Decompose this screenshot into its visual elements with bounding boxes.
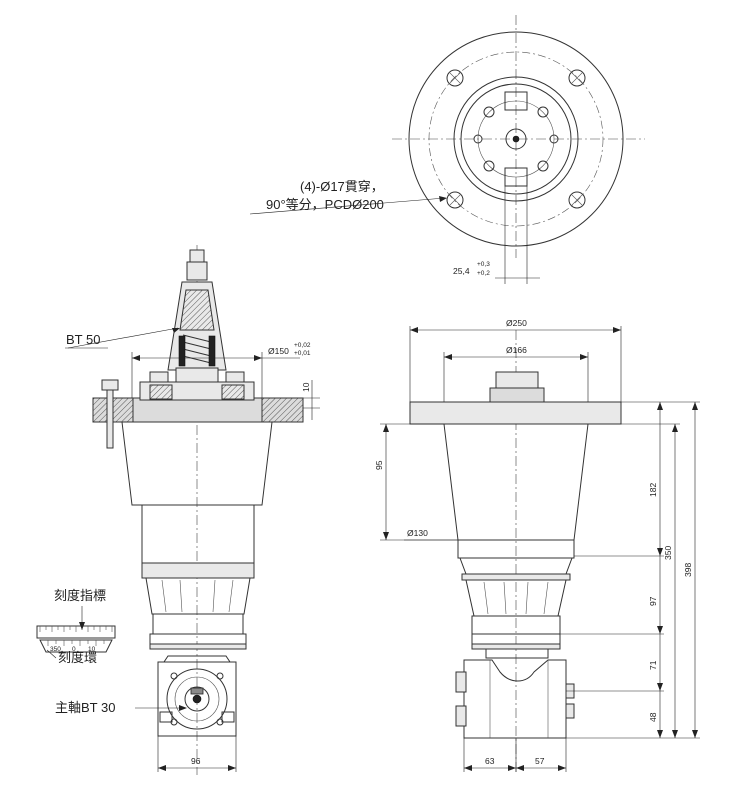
spindle-label: 主軸BT 30 (55, 700, 115, 715)
dim-398: 398 (683, 563, 693, 577)
bt50-label: BT 50 (66, 332, 100, 347)
dim-d150: Ø150 (268, 346, 289, 356)
dim-25-4-tol-lo: +0,2 (477, 270, 490, 277)
dim-25-4: 25,4 (453, 266, 470, 276)
dim-63: 63 (485, 756, 495, 766)
scale-tick-350: 350 (50, 646, 61, 653)
dim-25-4-tol-up: +0,3 (477, 261, 490, 268)
dim-10: 10 (301, 382, 311, 392)
flange-holes (446, 69, 586, 209)
top-view-flange: (4)-Ø17貫穿， 90°等分，PCDØ200 25,4 +0,3 +0,2 (249, 15, 645, 284)
dim-97: 97 (648, 596, 658, 606)
spring (178, 334, 216, 367)
scale-tick-0: 0 (72, 646, 76, 653)
hole-note-line1: (4)-Ø17貫穿， (300, 179, 384, 194)
side-view-right: Ø250 Ø166 95 Ø130 182 97 7 (374, 318, 700, 775)
dim-d130: Ø130 (407, 528, 428, 538)
dim-d150-tol-up: +0,02 (294, 342, 311, 349)
dim-d150-tol-lo: +0,01 (294, 350, 311, 357)
dim-96: 96 (191, 756, 201, 766)
dim-d250: Ø250 (506, 318, 527, 328)
dim-350: 350 (663, 546, 673, 560)
inner-bolt-holes (473, 106, 559, 172)
scale-indicator-label: 刻度指標 (54, 588, 106, 603)
hole-note-line2: 90°等分，PCDØ200 (266, 197, 384, 212)
scale-ring-label: 刻度環 (58, 650, 97, 665)
dim-182: 182 (648, 483, 658, 497)
front-view-left: 350 0 10 BT 50 Ø150 +0,02 +0,01 10 (36, 245, 320, 775)
scale-tick-10: 10 (88, 646, 96, 653)
dim-57: 57 (535, 756, 545, 766)
dim-95: 95 (374, 460, 384, 470)
dim-71: 71 (648, 660, 658, 670)
dim-48: 48 (648, 712, 658, 722)
dim-d166: Ø166 (506, 345, 527, 355)
